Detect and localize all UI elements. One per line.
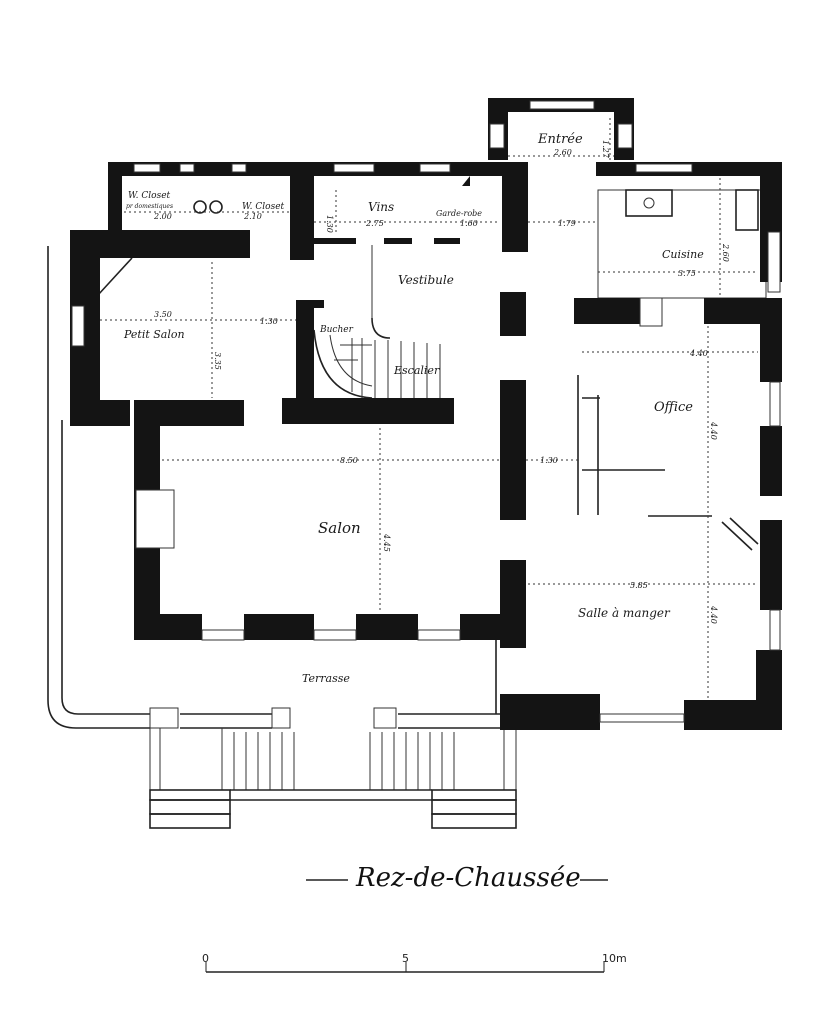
- title-text: Rez-de-Chaussée: [355, 863, 581, 893]
- dim-passage3-w: 1.30: [540, 456, 558, 465]
- label-wc-domestiques-sub: pr domestiques: [126, 203, 173, 210]
- dim-vins-h: 1.30: [325, 215, 334, 233]
- label-cuisine: Cuisine: [662, 248, 704, 261]
- label-wc: W. Closet: [242, 202, 285, 212]
- label-salon: Salon: [318, 519, 361, 537]
- interior-lines: [47, 189, 767, 829]
- label-garde-robe: Garde-robe: [436, 209, 482, 218]
- dimension-lines: [100, 118, 758, 700]
- label-escalier: Escalier: [393, 364, 440, 377]
- dim-salon-w: 8.50: [340, 456, 358, 465]
- dim-office-h: 4.40: [709, 421, 718, 440]
- dim-petit-salon-w: 3.50: [154, 310, 172, 319]
- label-wc-domestiques: W. Closet: [128, 191, 171, 201]
- label-petit-salon: Petit Salon: [123, 328, 185, 341]
- dim-salle-w: 5.85: [630, 581, 648, 590]
- scale-bar: 0 5 10m: [202, 952, 627, 973]
- scale-end-label: 10m: [602, 952, 627, 965]
- dim-passage2-w: 1.30: [260, 317, 278, 326]
- dim-wc-w: 2.10: [243, 212, 262, 221]
- windows: [71, 100, 781, 723]
- label-terrasse: Terrasse: [302, 672, 350, 685]
- label-bucher: Bucher: [319, 325, 354, 335]
- dim-vins-w: 2.75: [365, 219, 384, 228]
- dim-cuisine-h: 2.60: [721, 243, 730, 262]
- scale-mid-label: 5: [402, 952, 409, 965]
- dim-wc-dom-w: 2.00: [153, 212, 172, 221]
- dim-petit-salon-h: 3.35: [213, 352, 222, 370]
- dim-garde-robe-w: 1.60: [460, 219, 478, 228]
- room-labels: Entrée W. Closet pr domestiques W. Close…: [123, 132, 704, 685]
- dimension-labels: 2.60 1.27 2.00 2.10 2.75 1.30 1.60 1.79 …: [153, 140, 730, 624]
- label-vestibule: Vestibule: [398, 273, 454, 287]
- label-office: Office: [654, 400, 693, 415]
- label-entree: Entrée: [537, 132, 583, 147]
- label-vins: Vins: [368, 200, 394, 214]
- dim-passage-w: 1.79: [558, 219, 576, 228]
- walls: [70, 98, 782, 730]
- scale-start-label: 0: [202, 952, 209, 965]
- dim-entree-w: 2.60: [553, 148, 572, 157]
- dim-salon-h: 4.45: [382, 533, 391, 552]
- label-salle-a-manger: Salle à manger: [578, 606, 671, 620]
- dim-office-w: 4.40: [689, 349, 708, 358]
- plan-title: Rez-de-Chaussée: [306, 863, 608, 893]
- dim-entree-h: 1.27: [601, 140, 610, 159]
- dim-salle-h: 4.40: [709, 605, 718, 624]
- dim-cuisine-w: 3.75: [678, 269, 696, 278]
